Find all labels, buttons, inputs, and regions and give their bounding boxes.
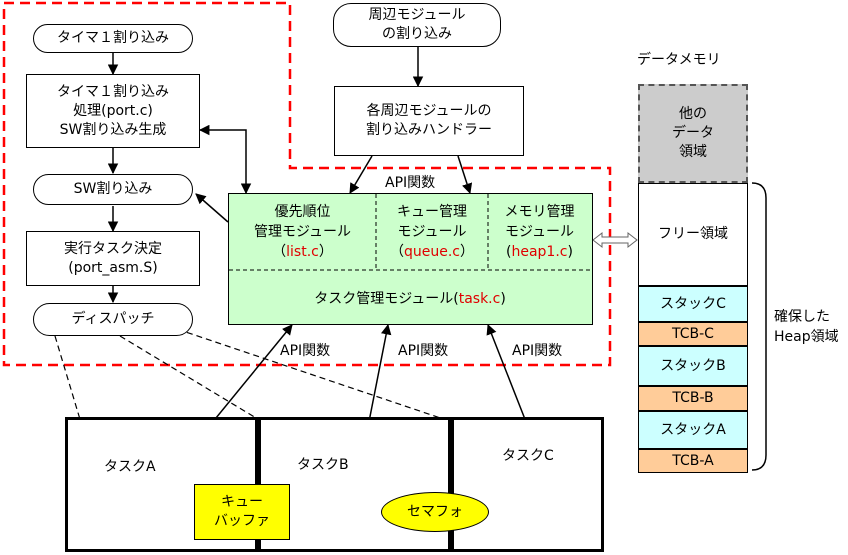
peripheral-handler-line2: 割り込みハンドラー	[366, 122, 492, 138]
api-block-dividers	[229, 194, 591, 271]
exec-task-line2: (port_asm.S)	[68, 259, 158, 276]
heap-label-line1: 確保した	[774, 309, 830, 325]
heap-brace	[751, 182, 767, 471]
timer1-handler-line2: 処理(port.c)	[73, 102, 153, 119]
queue-buffer-line1: キュー	[221, 494, 263, 510]
tcb-a: TCB-A	[638, 449, 748, 473]
paren-close: ）	[460, 244, 474, 260]
queue-module-line1: キュー管理	[397, 204, 467, 220]
peripheral-irq-line1: 周辺モジュール	[368, 7, 466, 23]
stack-c: スタックC	[638, 286, 748, 322]
stack-c-label: スタックC	[660, 295, 726, 312]
list-file: list.c	[286, 244, 319, 260]
heap-module: メモリ管理 モジュール (heap1.c)	[488, 202, 591, 262]
queue-buffer-line2: バッファ	[214, 513, 270, 529]
dispatch: ディスパッチ	[33, 303, 193, 336]
heap-file: heap1.c	[511, 244, 568, 260]
peripheral-interrupt: 周辺モジュール の割り込み	[333, 3, 501, 47]
heap-file-row: (heap1.c)	[488, 242, 591, 262]
peripheral-irq-line2: の割り込み	[382, 26, 452, 42]
tcb-a-label: TCB-A	[672, 452, 714, 469]
queue-module: キュー管理 モジュール （queue.c）	[376, 202, 488, 262]
exec-task-line1: 実行タスク決定	[64, 240, 162, 257]
list-module: 優先順位 管理モジュール （list.c）	[229, 202, 376, 262]
queue-module-line2: モジュール	[397, 224, 467, 240]
stack-a-label: スタックA	[660, 421, 726, 438]
queue-file-row: （queue.c）	[376, 242, 488, 262]
heap-label-line2: Heap領域	[774, 329, 839, 345]
task-c: タスクC	[451, 417, 604, 552]
task-module-label: タスク管理モジュール	[314, 291, 454, 307]
task-a-label: タスクA	[104, 459, 156, 475]
api-label-1: API関数	[280, 343, 331, 359]
other-line1: 他の	[679, 106, 707, 122]
peripheral-handler-line1: 各周辺モジュールの	[366, 103, 492, 119]
peripheral-handler: 各周辺モジュールの 割り込みハンドラー	[334, 86, 524, 156]
dispatch-label: ディスパッチ	[71, 311, 155, 327]
api-module-block: 優先順位 管理モジュール （list.c） キュー管理 モジュール （queue…	[228, 193, 593, 325]
timer1-interrupt: タイマ１割り込み	[33, 24, 193, 53]
timer1-handler: タイマ１割り込み 処理(port.c) SW割り込み生成	[26, 74, 200, 148]
kernel-region-border	[2, 1, 612, 367]
heap-module-line2: モジュール	[504, 224, 575, 240]
other-line2: データ	[672, 125, 714, 141]
tcb-c-label: TCB-C	[672, 325, 714, 342]
sw-interrupt-label: SW割り込み	[73, 181, 153, 197]
other-line3: 領域	[679, 144, 707, 160]
stack-a: スタックA	[638, 411, 748, 449]
timer1-handler-line3: SW割り込み生成	[59, 121, 167, 138]
semaphore: セマフォ	[381, 492, 489, 532]
heap-module-line1: メモリ管理	[504, 204, 575, 220]
tcb-c: TCB-C	[638, 322, 748, 346]
stack-b-label: スタックB	[660, 357, 726, 374]
tcb-b-label: TCB-B	[672, 390, 714, 406]
api-label-3: API関数	[512, 343, 563, 359]
list-module-line1: 優先順位	[274, 204, 331, 220]
queue-file: queue.c	[403, 244, 460, 260]
sw-interrupt: SW割り込み	[33, 174, 193, 205]
other-data-area: 他の データ 領域	[638, 84, 748, 183]
api-header: API関数	[385, 175, 436, 191]
task-c-label: タスクC	[502, 448, 554, 464]
task-module: タスク管理モジュール(task.c)	[229, 290, 591, 308]
paren-close: )	[567, 244, 573, 260]
api-label-2: API関数	[398, 343, 449, 359]
timer1-interrupt-label: タイマ１割り込み	[57, 30, 169, 46]
task-b-label: タスクB	[297, 457, 349, 473]
paren-open: （	[389, 244, 404, 260]
heap-area-label: 確保した Heap領域	[774, 307, 839, 347]
memory-title: データメモリ	[637, 52, 721, 68]
paren-open: (	[453, 291, 459, 307]
paren-open: （	[272, 244, 287, 260]
heap-double-arrow	[592, 231, 638, 249]
paren-open: (	[506, 244, 512, 260]
free-area: フリー領域	[638, 183, 748, 286]
tcb-b: TCB-B	[638, 386, 748, 411]
free-label: フリー領域	[658, 226, 728, 242]
list-module-line2: 管理モジュール	[253, 224, 352, 240]
task-file: task.c	[458, 291, 501, 307]
semaphore-label: セマフォ	[407, 503, 463, 520]
queue-buffer: キュー バッファ	[194, 484, 290, 540]
timer1-handler-line1: タイマ１割り込み	[57, 83, 169, 100]
exec-task-decision: 実行タスク決定 (port_asm.S)	[26, 231, 200, 286]
paren-close: ）	[318, 244, 333, 260]
paren-close: )	[500, 291, 506, 307]
stack-b: スタックB	[638, 346, 748, 386]
list-file-row: （list.c）	[229, 242, 376, 262]
